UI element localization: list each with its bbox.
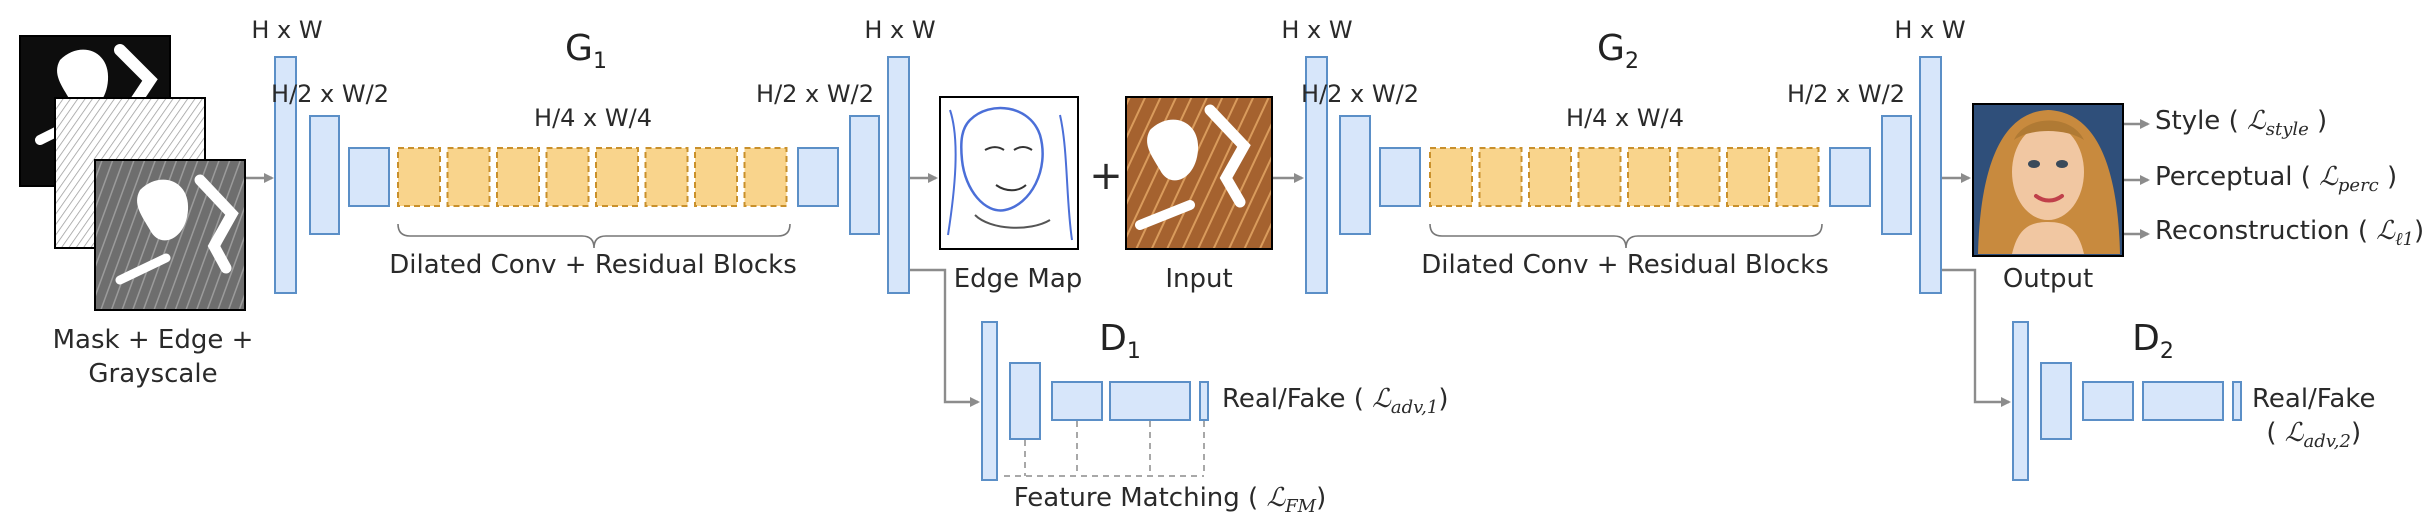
generator-g2 xyxy=(1305,56,1942,294)
g2-residual-block-7 xyxy=(1726,147,1770,207)
g2-residual-block-8 xyxy=(1775,147,1820,207)
g2-residual-block-1 xyxy=(1429,147,1473,207)
g1-residual-blocks xyxy=(397,147,788,207)
d1-title: D1 xyxy=(1099,318,1141,365)
g2-dim-full-in: H x W xyxy=(1281,16,1353,44)
g1-residual-block-3 xyxy=(496,147,540,207)
grayscale-image xyxy=(94,159,246,311)
d2-layer-3 xyxy=(2082,381,2134,421)
reconstruction-loss-label: Reconstruction ( ℒℓ1) xyxy=(2155,216,2425,251)
g2-layer-quarter-out xyxy=(1829,147,1871,207)
g1-dim-full-in: H x W xyxy=(251,16,323,44)
d2-loss-text: ( ℒadv,2) xyxy=(2266,418,2362,453)
input-caption-line1: Mask + Edge + xyxy=(52,325,254,355)
d2-layer-4 xyxy=(2142,381,2224,421)
g2-layer-quarter-in xyxy=(1379,147,1421,207)
edge-map-caption: Edge Map xyxy=(953,264,1083,294)
g2-residual-block-5 xyxy=(1627,147,1671,207)
g1-blocks-label: Dilated Conv + Residual Blocks xyxy=(389,250,797,280)
g2-layer-full-out xyxy=(1919,56,1942,294)
plus-sign: + xyxy=(1089,153,1123,199)
discriminator-d1 xyxy=(981,321,1209,481)
generator-g1 xyxy=(274,56,910,294)
input-caption: Input xyxy=(1165,264,1233,294)
discriminator-d2 xyxy=(2012,321,2242,481)
g1-residual-block-4 xyxy=(545,147,590,207)
feature-matching-label: Feature Matching ( ℒFM) xyxy=(1013,483,1327,518)
g1-residual-block-5 xyxy=(595,147,639,207)
connection-arrows xyxy=(246,119,2150,407)
g2-residual-block-2 xyxy=(1478,147,1523,207)
g1-residual-block-2 xyxy=(446,147,491,207)
output-image xyxy=(1972,103,2124,257)
g1-layer-half-in xyxy=(309,115,340,235)
d2-real-fake-text: Real/Fake xyxy=(2252,384,2376,414)
g1-layer-quarter-in xyxy=(348,147,390,207)
g1-layer-full-in xyxy=(274,56,297,294)
arrow-g2-to-d2 xyxy=(1942,268,2011,407)
d1-layer-1 xyxy=(981,321,998,481)
masked-input-image xyxy=(1125,96,1273,250)
g1-residual-block-1 xyxy=(397,147,441,207)
g1-residual-block-8 xyxy=(743,147,788,207)
arrow-g1-to-d1 xyxy=(910,268,980,407)
d1-real-fake-label: Real/Fake ( ℒadv,1) xyxy=(1222,384,1449,419)
g2-dim-half-out: H/2 x W/2 xyxy=(1787,80,1905,108)
g2-dim-quarter: H/4 x W/4 xyxy=(1566,104,1684,132)
d1-layer-5 xyxy=(1199,381,1209,421)
g2-blocks-label: Dilated Conv + Residual Blocks xyxy=(1421,250,1829,280)
g1-dim-half-in: H/2 x W/2 xyxy=(271,80,389,108)
g2-title: G2 xyxy=(1597,28,1639,75)
g1-layer-full-out xyxy=(887,56,910,294)
g1-residual-block-7 xyxy=(694,147,738,207)
input-stack-caption: Mask + Edge + Grayscale xyxy=(53,323,254,391)
d1-layer-2 xyxy=(1009,362,1041,440)
perceptual-loss-label: Perceptual ( ℒperc ) xyxy=(2155,162,2398,197)
g2-residual-blocks xyxy=(1429,147,1820,207)
g1-layer-half-out xyxy=(849,115,880,235)
g1-dim-quarter: H/4 x W/4 xyxy=(534,104,652,132)
g2-blocks-brace xyxy=(1429,223,1823,249)
g2-residual-block-3 xyxy=(1528,147,1572,207)
g1-layer-quarter-out xyxy=(797,147,839,207)
d2-layer-5 xyxy=(2232,381,2242,421)
d2-real-fake-label: Real/Fake ( ℒadv,2) xyxy=(2252,382,2375,459)
d2-title: D2 xyxy=(2132,318,2174,365)
g2-layer-half-in xyxy=(1339,115,1371,235)
feature-matching-lines xyxy=(1004,421,1205,477)
input-stack xyxy=(19,35,246,311)
d1-layer-4 xyxy=(1109,381,1191,421)
d2-layer-1 xyxy=(2012,321,2029,481)
g1-residual-block-6 xyxy=(644,147,689,207)
output-caption: Output xyxy=(2002,264,2094,294)
g2-layer-half-out xyxy=(1881,115,1912,235)
d2-layer-2 xyxy=(2040,362,2072,440)
g2-residual-block-6 xyxy=(1676,147,1721,207)
g1-blocks-brace xyxy=(397,223,791,249)
g2-dim-full-out: H x W xyxy=(1894,16,1966,44)
input-caption-line2: Grayscale xyxy=(88,359,218,389)
g1-dim-full-out: H x W xyxy=(864,16,936,44)
g1-dim-half-out: H/2 x W/2 xyxy=(756,80,874,108)
g2-layer-full-in xyxy=(1305,56,1328,294)
g2-dim-half-in: H/2 x W/2 xyxy=(1301,80,1419,108)
edge-map-image xyxy=(939,96,1079,250)
g1-title: G1 xyxy=(565,28,607,75)
g2-residual-block-4 xyxy=(1577,147,1622,207)
style-loss-label: Style ( ℒstyle ) xyxy=(2155,106,2328,141)
d1-layer-3 xyxy=(1051,381,1103,421)
